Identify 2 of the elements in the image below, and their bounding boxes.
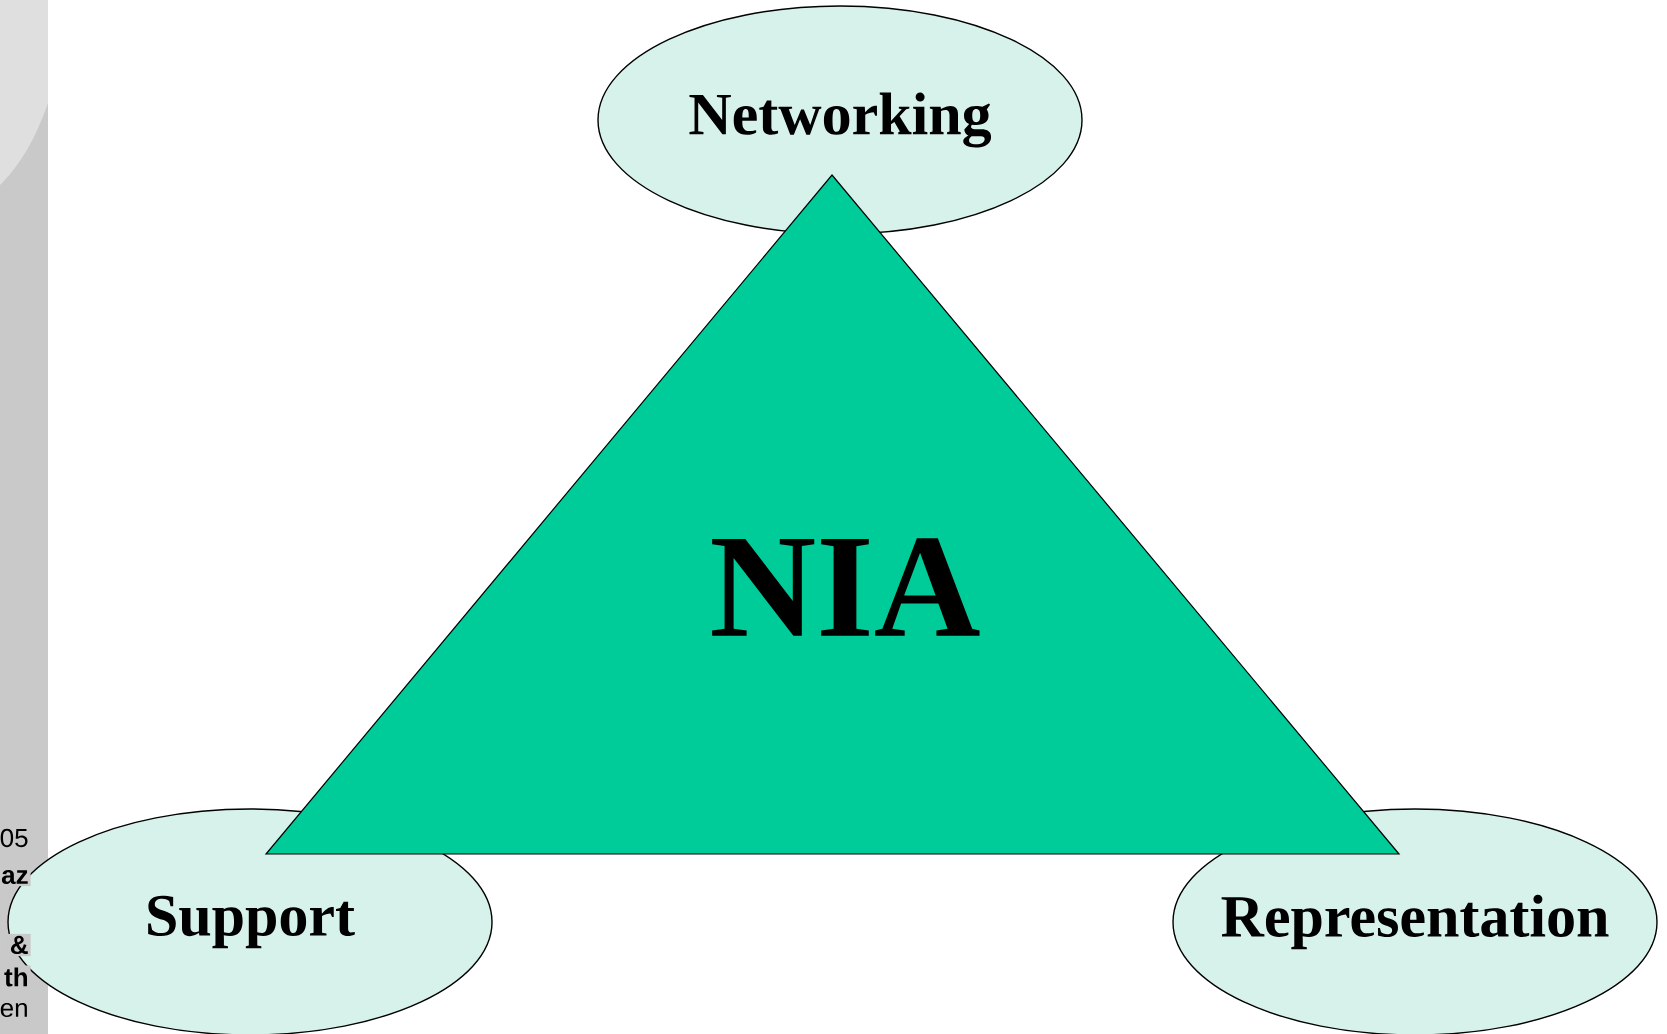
side-text: th	[2, 965, 31, 989]
side-text: az	[0, 867, 31, 887]
